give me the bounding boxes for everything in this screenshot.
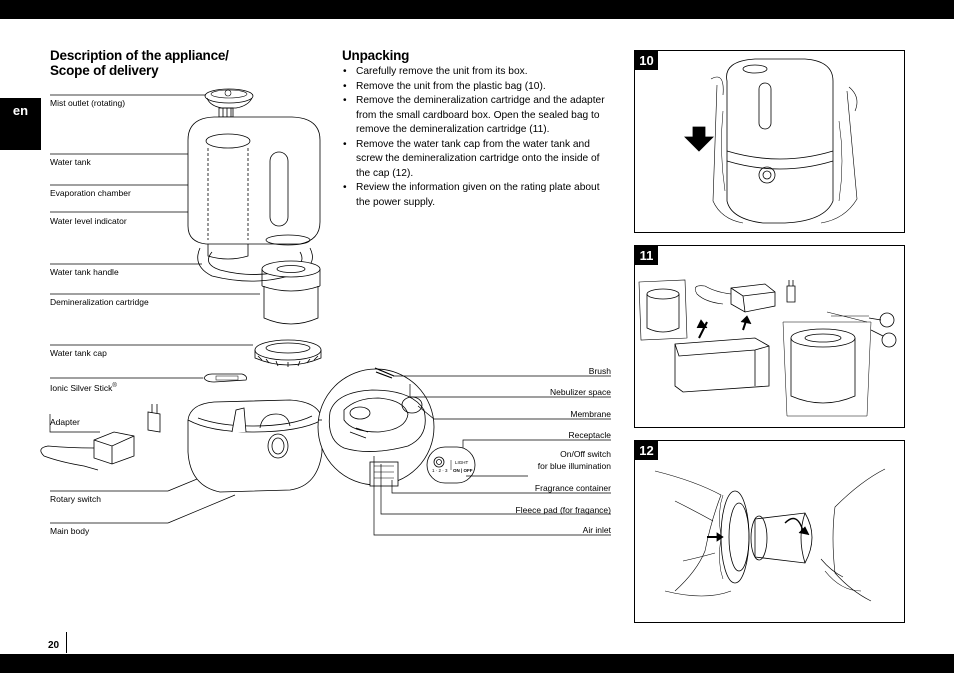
label-water-level-indicator: Water level indicator [50, 216, 127, 226]
label-air-inlet: Air inlet [582, 525, 611, 535]
mist-outlet-drawing [204, 88, 254, 118]
label-water-tank-handle: Water tank handle [50, 267, 119, 277]
label-fragrance-container: Fragrance container [534, 483, 611, 493]
unpacking-steps: Carefully remove the unit from its box. … [342, 65, 614, 210]
unpacking-step: Review the information given on the rati… [342, 181, 614, 210]
registered-mark: ® [112, 383, 117, 389]
figure-12-panel: 12 [634, 440, 905, 623]
heading-line-1: Description of the appliance/ [50, 48, 229, 63]
unpacking-step: Remove the demineralization cartridge an… [342, 94, 614, 138]
magnified-detail [317, 367, 435, 487]
adapter-drawing [40, 404, 161, 471]
figure-11-panel: 11 [634, 245, 905, 428]
label-ionic-silver-stick: Ionic Silver Stick® [50, 381, 117, 393]
language-tab: en [0, 98, 41, 150]
label-main-body: Main body [50, 526, 90, 536]
label-evaporation-chamber: Evaporation chamber [50, 188, 131, 198]
switch-onoff-text: ON | OFF [453, 468, 473, 473]
label-water-tank: Water tank [50, 157, 91, 167]
label-rotary-switch: Rotary switch [50, 494, 102, 504]
unpacking-step: Remove the unit from the plastic bag (10… [342, 80, 614, 95]
unpacking-step: Carefully remove the unit from its box. [342, 65, 614, 80]
figure-10-number: 10 [635, 51, 658, 70]
label-fleece-pad: Fleece pad (for fragance) [515, 505, 611, 515]
label-onoff-switch: On/Off switch for blue illumination [538, 449, 611, 471]
onoff-line-1: On/Off switch [560, 449, 611, 459]
figure-12-number: 12 [635, 441, 658, 460]
silver-stick-drawing [203, 373, 247, 383]
label-mist-outlet: Mist outlet (rotating) [50, 98, 126, 108]
top-bar [0, 0, 954, 19]
label-adapter: Adapter [50, 417, 80, 427]
water-tank-drawing [187, 116, 321, 282]
switch-scale-text: 1 · 2 · 3 [432, 468, 448, 473]
right-leader-lines [373, 375, 611, 536]
figure-11-illustration [638, 279, 897, 417]
label-nebulizer-space: Nebulizer space [550, 387, 611, 397]
ionic-silver-stick-text: Ionic Silver Stick [50, 382, 113, 393]
onoff-line-2: for blue illumination [537, 461, 611, 471]
section-heading-description: Description of the appliance/ Scope of d… [50, 48, 229, 78]
figure-10-panel: 10 [634, 50, 905, 233]
label-water-tank-cap: Water tank cap [50, 348, 107, 358]
label-brush: Brush [588, 366, 611, 376]
label-demineralization-cartridge: Demineralization cartridge [50, 297, 149, 307]
water-tank-cap-drawing [254, 339, 322, 367]
label-receptacle: Receptacle [568, 430, 611, 440]
main-body-drawing [187, 399, 323, 493]
figure-12-illustration [654, 468, 886, 602]
heading-line-2: Scope of delivery [50, 63, 159, 78]
cartridge-drawing [261, 260, 321, 325]
switch-detail [426, 446, 476, 484]
unpacking-step: Remove the water tank cap from the water… [342, 138, 614, 182]
switch-light-text: LIGHT [455, 460, 469, 465]
figure-10-illustration [684, 58, 858, 224]
page-number: 20 [48, 632, 67, 653]
label-membrane: Membrane [570, 409, 611, 419]
bottom-bar [0, 654, 954, 673]
figure-11-number: 11 [635, 246, 658, 265]
section-heading-unpacking: Unpacking [342, 48, 410, 63]
